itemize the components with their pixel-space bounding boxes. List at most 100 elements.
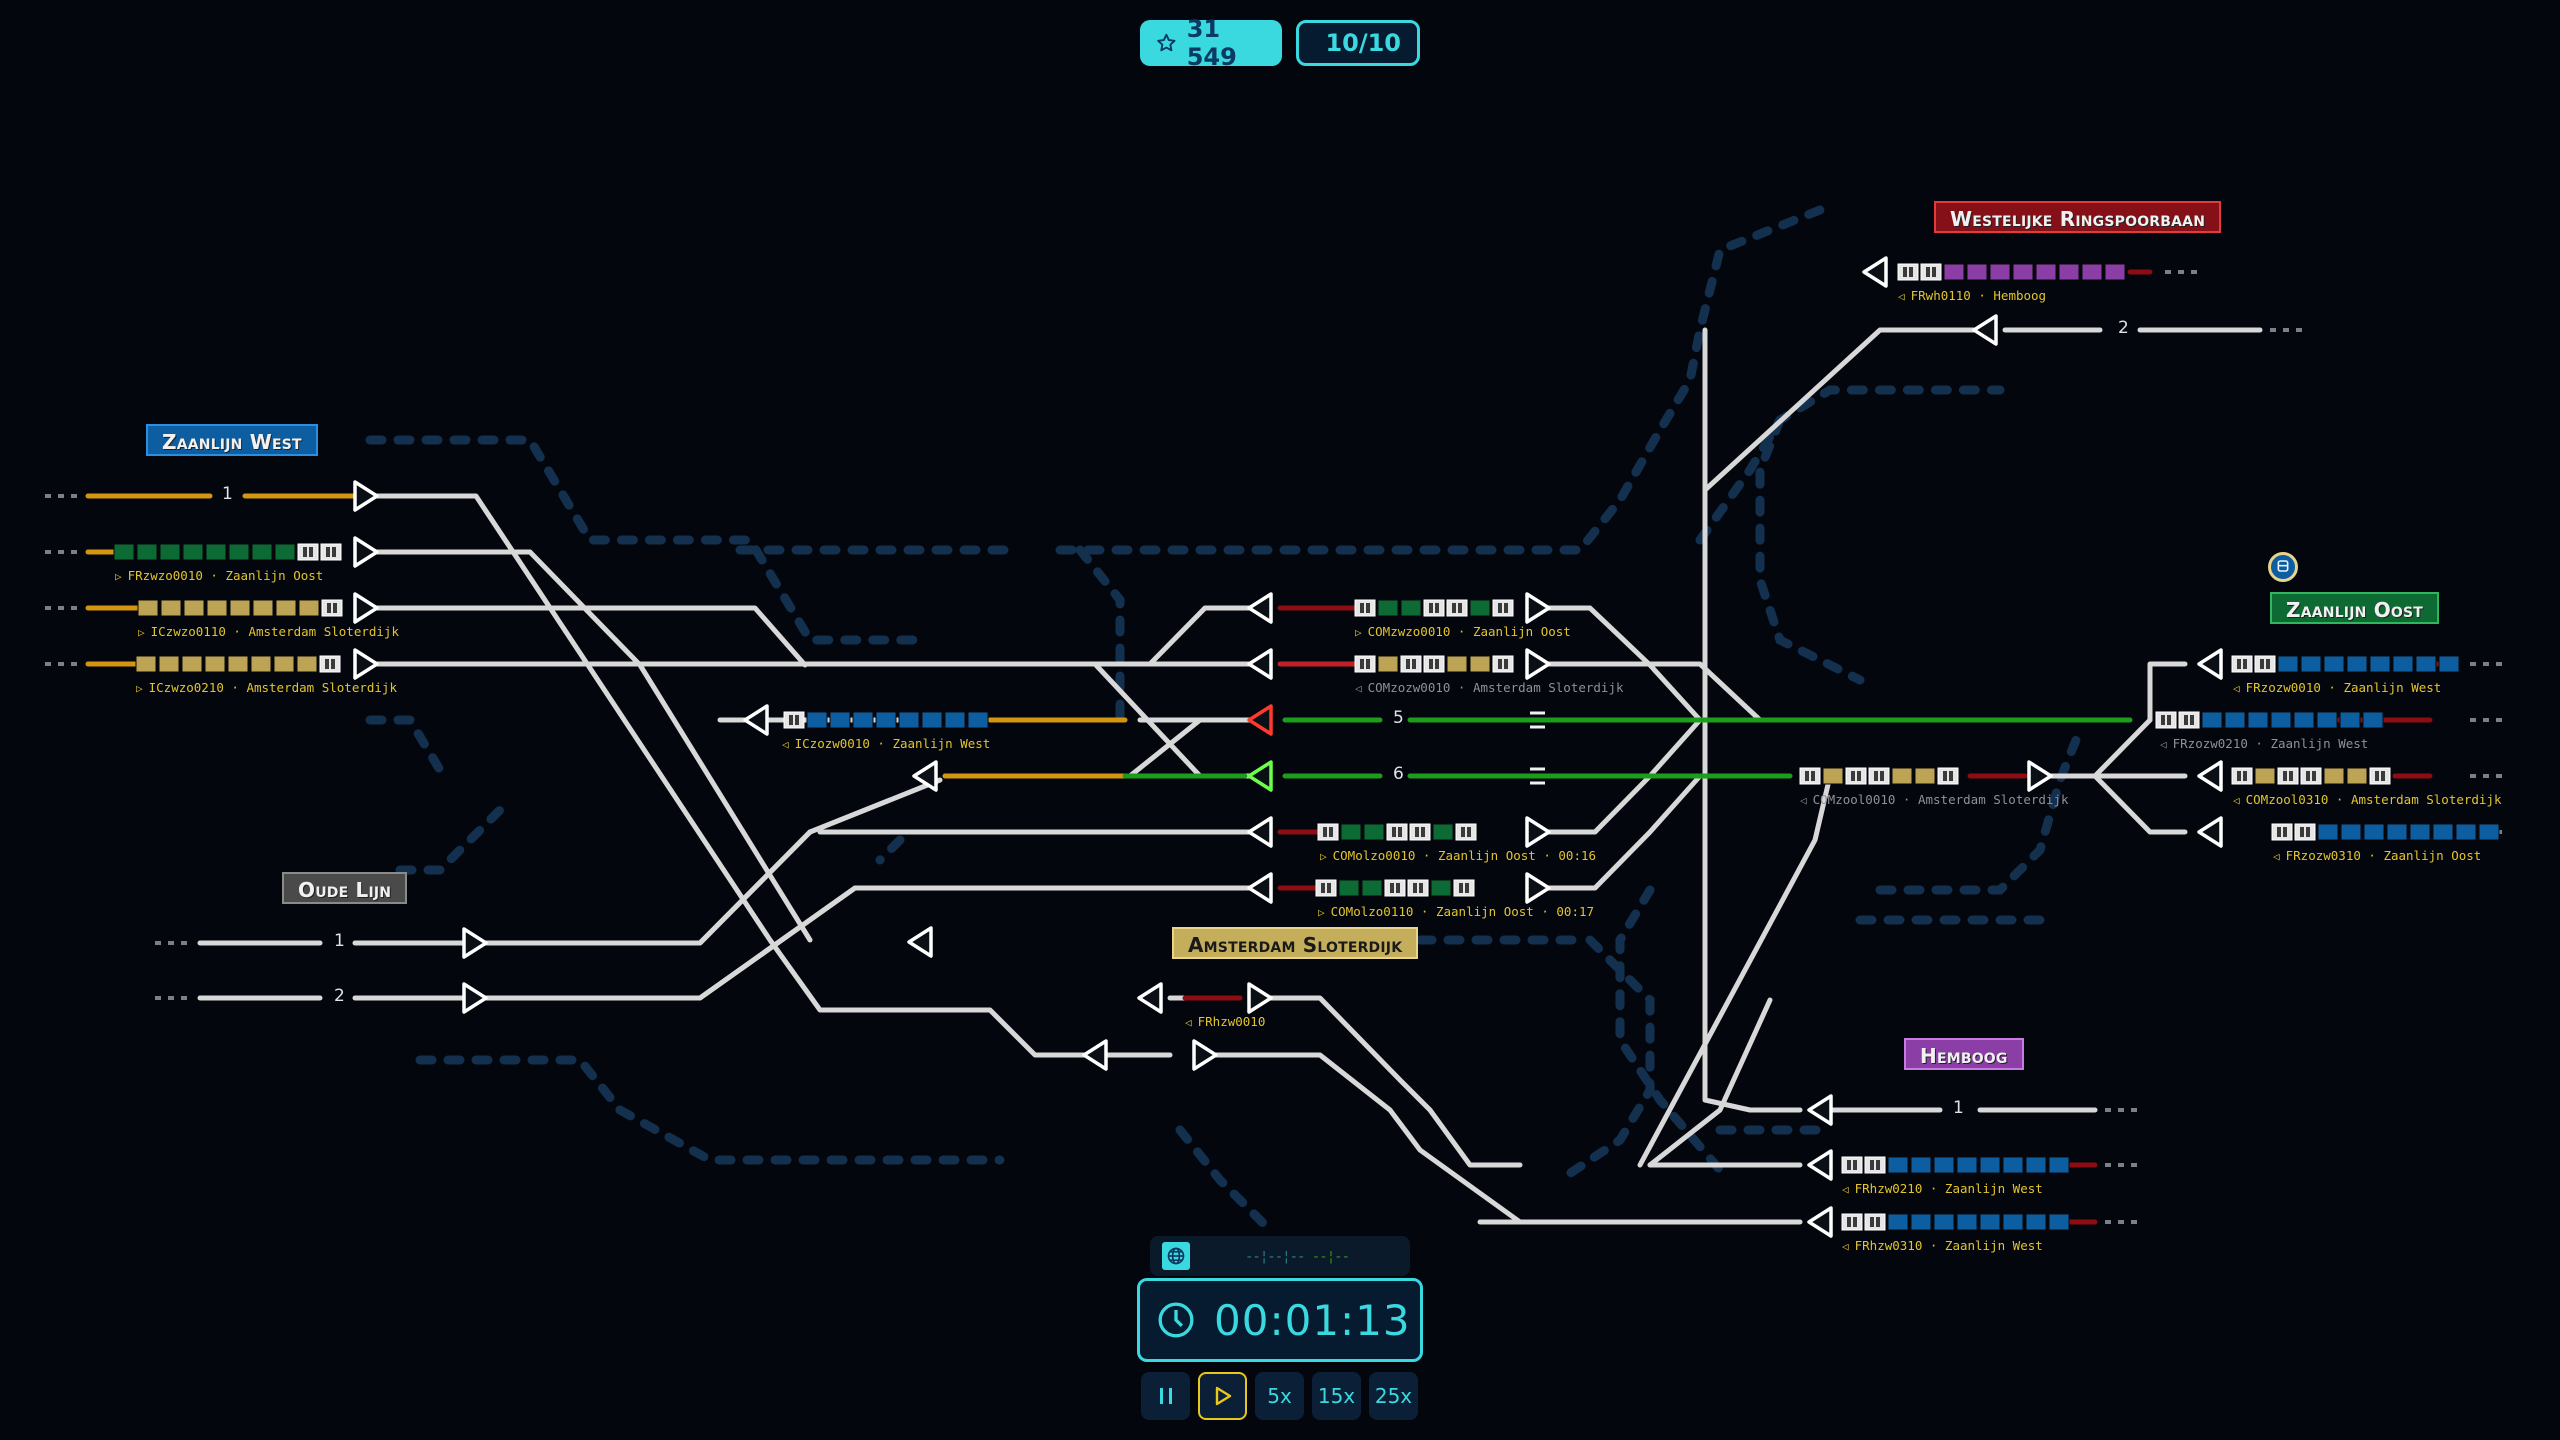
train-FRzozw0010[interactable] bbox=[2231, 655, 2460, 673]
signal-red[interactable] bbox=[1247, 704, 1273, 736]
signal[interactable] bbox=[462, 982, 488, 1014]
train-caption[interactable]: ◁COMzool0010 · Amsterdam Sloterdijk bbox=[1800, 792, 2069, 807]
station-label-westelijke-ringspoorbaan[interactable]: Westelijke Ringspoorbaan bbox=[1934, 201, 2222, 233]
station-label-amsterdam-sloterdijk[interactable]: Amsterdam Sloterdijk bbox=[1172, 927, 1419, 959]
train-caption[interactable]: ▷ICzwzo0110 · Amsterdam Sloterdijk bbox=[138, 624, 399, 639]
train-ICzwzo0110[interactable] bbox=[137, 599, 343, 617]
locomotive bbox=[1492, 599, 1514, 617]
signal[interactable] bbox=[1082, 1039, 1108, 1071]
signal[interactable] bbox=[353, 592, 379, 624]
signal[interactable] bbox=[1247, 816, 1273, 848]
signal[interactable] bbox=[1192, 1039, 1218, 1071]
wagon bbox=[204, 655, 226, 673]
train-ICzwzo0210[interactable] bbox=[135, 655, 341, 673]
wagon bbox=[875, 711, 897, 729]
signal[interactable] bbox=[2197, 760, 2223, 792]
train-COMzool0010[interactable] bbox=[1799, 767, 1959, 785]
train-FRhzw0210[interactable] bbox=[1841, 1156, 2070, 1174]
train-caption[interactable]: ◁FRzozw0310 · Zaanlijn Oost bbox=[2273, 848, 2481, 863]
train-COMzozw0010[interactable] bbox=[1354, 655, 1514, 673]
train-caption[interactable]: ▷COMolzo0110 · Zaanlijn Oost · 00:17 bbox=[1318, 904, 1594, 919]
speed-controls: 5x 15x 25x bbox=[1141, 1372, 1418, 1420]
signal[interactable] bbox=[353, 480, 379, 512]
signal[interactable] bbox=[353, 536, 379, 568]
train-ICzozw0010[interactable] bbox=[783, 711, 989, 729]
train-COMolzo0010[interactable] bbox=[1317, 823, 1477, 841]
station-label-hemboog[interactable]: Hemboog bbox=[1904, 1038, 2024, 1070]
bus-icon[interactable] bbox=[2268, 552, 2298, 582]
wagon bbox=[228, 543, 250, 561]
signal[interactable] bbox=[462, 927, 488, 959]
locomotive-window bbox=[303, 547, 307, 557]
wagon bbox=[2300, 655, 2322, 673]
signal[interactable] bbox=[1525, 592, 1551, 624]
train-caption[interactable]: ▷FRzwzo0010 · Zaanlijn Oost bbox=[115, 568, 323, 583]
signal[interactable] bbox=[1807, 1149, 1833, 1181]
signal[interactable] bbox=[1247, 648, 1273, 680]
wagon bbox=[1933, 1156, 1955, 1174]
train-caption[interactable]: ◁COMzool0310 · Amsterdam Sloterdijk bbox=[2233, 792, 2502, 807]
station-label-zaanlijn-west[interactable]: Zaanlijn West bbox=[146, 424, 318, 456]
speed-15x-button[interactable]: 15x bbox=[1312, 1372, 1361, 1420]
train-caption[interactable]: ◁FRzozw0010 · Zaanlijn West bbox=[2233, 680, 2441, 695]
wagon bbox=[2081, 263, 2103, 281]
signal[interactable] bbox=[907, 926, 933, 958]
pause-button[interactable] bbox=[1141, 1372, 1190, 1420]
signal[interactable] bbox=[1247, 592, 1273, 624]
signal[interactable] bbox=[2027, 760, 2053, 792]
signal[interactable] bbox=[1137, 982, 1163, 1014]
station-label-zaanlijn-oost[interactable]: Zaanlijn Oost bbox=[2270, 592, 2440, 624]
locomotive bbox=[1400, 655, 1422, 673]
train-COMolzo0110[interactable] bbox=[1315, 879, 1475, 897]
signal[interactable] bbox=[1862, 256, 1888, 288]
train-caption[interactable]: ▷ICzwzo0210 · Amsterdam Sloterdijk bbox=[136, 680, 397, 695]
wagon bbox=[1914, 767, 1936, 785]
signal-green[interactable] bbox=[1247, 760, 1273, 792]
wagon bbox=[229, 599, 251, 617]
signal[interactable] bbox=[2197, 648, 2223, 680]
locomotive-window bbox=[1498, 603, 1502, 613]
signal[interactable] bbox=[1972, 314, 1998, 346]
wagon bbox=[273, 655, 295, 673]
signal[interactable] bbox=[1807, 1206, 1833, 1238]
train-caption[interactable]: ◁FRhzw0010 bbox=[1185, 1014, 1265, 1029]
signal[interactable] bbox=[912, 760, 938, 792]
signal[interactable] bbox=[353, 648, 379, 680]
signal[interactable] bbox=[1247, 982, 1273, 1014]
locomotive-window bbox=[1504, 603, 1508, 613]
speed-5x-button[interactable]: 5x bbox=[1255, 1372, 1304, 1420]
play-button[interactable] bbox=[1198, 1372, 1247, 1420]
signal[interactable] bbox=[1525, 872, 1551, 904]
train-FRzozw0210[interactable] bbox=[2155, 711, 2384, 729]
globe-button[interactable] bbox=[1162, 1242, 1190, 1270]
train-COMzwzo0010[interactable] bbox=[1354, 599, 1514, 617]
station-label-oude-lijn[interactable]: Oude Lijn bbox=[282, 872, 408, 904]
locomotive-window bbox=[1435, 659, 1439, 669]
train-caption[interactable]: ◁COMzozw0010 · Amsterdam Sloterdijk bbox=[1355, 680, 1624, 695]
signal[interactable] bbox=[1525, 816, 1551, 848]
direction-west-icon: ◁ bbox=[1898, 290, 1905, 303]
train-caption[interactable]: ◁FRzozw0210 · Zaanlijn West bbox=[2160, 736, 2368, 751]
signal[interactable] bbox=[1247, 872, 1273, 904]
signal[interactable] bbox=[1807, 1094, 1833, 1126]
train-caption[interactable]: ▷COMolzo0010 · Zaanlijn Oost · 00:16 bbox=[1320, 848, 1596, 863]
train-caption[interactable]: ▷COMzwzo0010 · Zaanlijn Oost bbox=[1355, 624, 1571, 639]
signal[interactable] bbox=[1525, 648, 1551, 680]
train-caption-text: FRhzw0010 bbox=[1197, 1014, 1266, 1029]
train-COMzool0310[interactable] bbox=[2231, 767, 2391, 785]
train-caption[interactable]: ◁FRhzw0210 · Zaanlijn West bbox=[1842, 1181, 2043, 1196]
train-FRwh0110[interactable] bbox=[1897, 263, 2126, 281]
wagon bbox=[251, 543, 273, 561]
train-FRhzw0310[interactable] bbox=[1841, 1213, 2070, 1231]
speed-25x-button[interactable]: 25x bbox=[1369, 1372, 1418, 1420]
locomotive-window bbox=[1413, 883, 1417, 893]
train-caption[interactable]: ◁FRhzw0310 · Zaanlijn West bbox=[1842, 1238, 2043, 1253]
signal[interactable] bbox=[743, 704, 769, 736]
train-caption[interactable]: ◁FRwh0110 · Hemboog bbox=[1898, 288, 2046, 303]
train-caption[interactable]: ◁ICzozw0010 · Zaanlijn West bbox=[782, 736, 990, 751]
train-FRzozw0310[interactable] bbox=[2271, 823, 2500, 841]
signal[interactable] bbox=[2197, 816, 2223, 848]
train-FRzwzo0010[interactable] bbox=[113, 543, 342, 561]
wagon bbox=[2363, 823, 2385, 841]
